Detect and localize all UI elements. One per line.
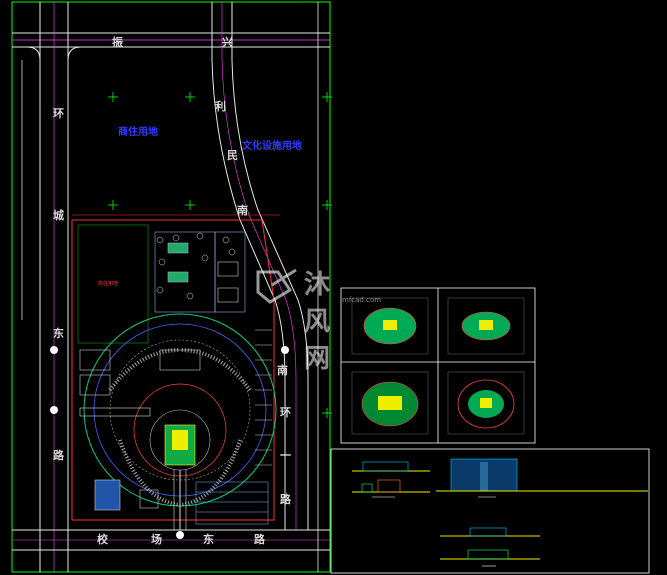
central-complex (83, 313, 277, 530)
road-label-bottom-3: 东 (203, 533, 214, 546)
road-label-right-1: 南 (277, 364, 288, 377)
road-label-left-4: 路 (53, 449, 64, 462)
zone-label-residential: 商住用地 (118, 127, 158, 138)
watermark-logo-icon (256, 268, 297, 304)
road-label-left-2: 城 (53, 209, 64, 222)
zone-label-small-plot: 商住用地 (98, 281, 119, 287)
road-label-diag-3: 南 (237, 204, 248, 217)
road-label-right-4: 路 (280, 493, 291, 506)
road-label-diag-2: 民 (227, 149, 238, 162)
road-label-right-3: 一 (280, 449, 291, 462)
road-label-diag-1: 利 (215, 100, 226, 113)
road-label-bottom-4: 路 (254, 533, 265, 546)
road-label-top-2: 兴 (222, 36, 233, 49)
site-plan (11, 1, 332, 573)
elevation-panel (330, 448, 650, 574)
upper-buildings (154, 231, 246, 313)
watermark-url: mfcad.com (342, 296, 382, 304)
road-label-left-1: 环 (53, 107, 64, 120)
road-label-top-1: 振 (112, 36, 123, 49)
road-label-left-3: 东 (53, 327, 64, 340)
road-label-right-2: 环 (280, 406, 291, 419)
watermark-brand: 沐风网 (304, 270, 332, 374)
zone-label-cultural: 文化设施用地 (242, 141, 302, 152)
floor-plan-panels (340, 287, 536, 444)
road-label-bottom-2: 场 (151, 533, 162, 546)
road-label-bottom-1: 校 (97, 533, 108, 546)
